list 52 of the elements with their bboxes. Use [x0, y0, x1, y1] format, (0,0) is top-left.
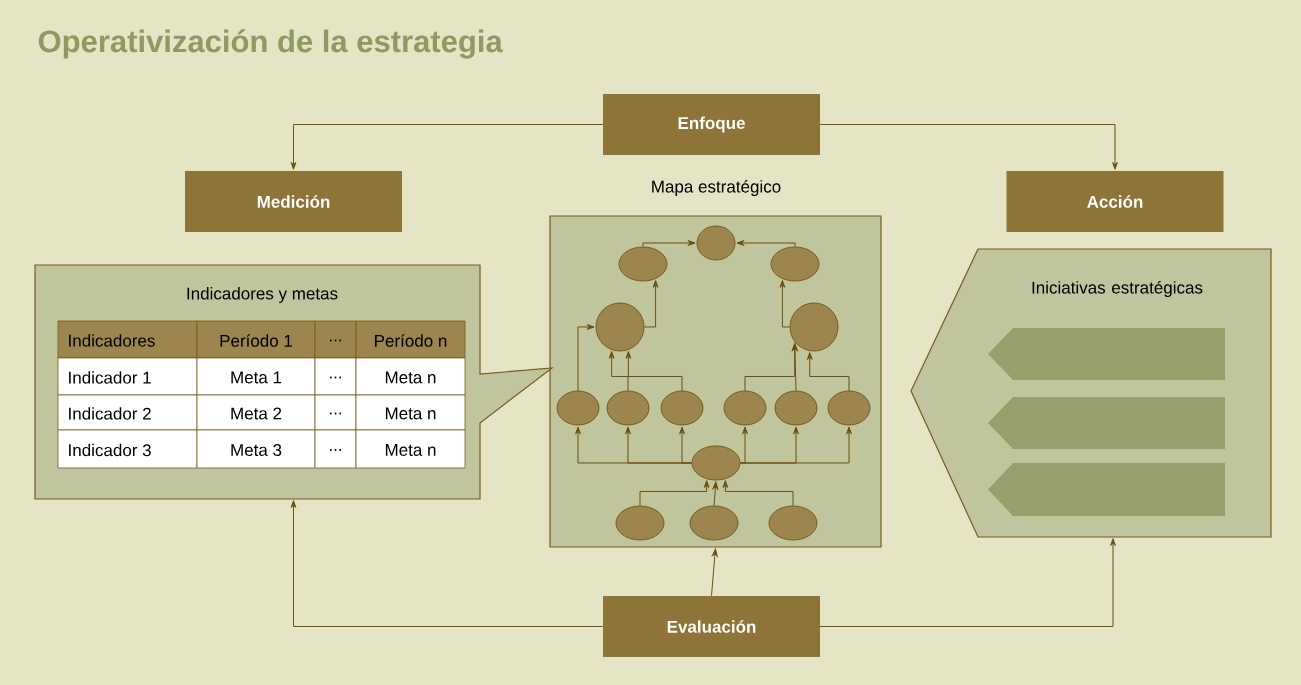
- ellipse: [691, 445, 741, 481]
- banner: [988, 328, 1225, 380]
- table-header: ...: [314, 320, 357, 359]
- arrow: [712, 481, 719, 506]
- node-label: Mapa estratégico: [652, 179, 781, 197]
- arrow: [290, 124, 604, 170]
- table-cell: ...: [314, 357, 357, 396]
- arrow: [639, 480, 710, 506]
- banner: [988, 397, 1225, 449]
- ellipse: [774, 390, 818, 426]
- circle: [789, 302, 839, 352]
- ellipse: [689, 505, 739, 541]
- arrow: [577, 324, 595, 391]
- header-box: Evaluación: [603, 596, 820, 657]
- arrow: [644, 280, 659, 328]
- table-cell: Indicador 1: [57, 357, 198, 396]
- banner: [988, 463, 1225, 516]
- arrow: [290, 500, 604, 627]
- arrow: [806, 352, 850, 391]
- ellipse: [618, 246, 668, 282]
- ellipse: [723, 390, 767, 426]
- arrow: [711, 548, 718, 597]
- arrow: [819, 538, 1116, 627]
- table-cell: Indicador 3: [57, 429, 198, 469]
- table-cell: ...: [314, 394, 357, 431]
- arrow: [608, 351, 629, 391]
- ellipse: [660, 390, 704, 426]
- ellipse: [606, 390, 650, 426]
- ellipse: [770, 246, 820, 282]
- table-header: Indicadores: [57, 320, 198, 359]
- arrow: [740, 426, 852, 464]
- title: Operativización de la estrategia: [38, 29, 503, 59]
- arrow: [642, 240, 696, 247]
- arrow: [792, 343, 798, 391]
- circle: [595, 302, 645, 352]
- ellipse: [615, 505, 665, 541]
- arrow: [625, 351, 683, 391]
- ellipse: [696, 225, 736, 261]
- ellipse: [768, 505, 818, 541]
- header-box: Medición: [185, 171, 402, 232]
- ellipse: [827, 390, 871, 426]
- header-box: Enfoque: [603, 94, 820, 155]
- table-cell: Indicador 2: [57, 394, 198, 431]
- arrow: [679, 426, 692, 464]
- arrow: [722, 480, 794, 506]
- table-cell: ...: [314, 429, 357, 469]
- header-box: Acción: [1006, 171, 1224, 232]
- ellipse: [556, 390, 600, 426]
- arrow: [779, 280, 790, 328]
- arrow: [736, 240, 796, 247]
- arrow: [819, 124, 1118, 170]
- arrow: [740, 426, 748, 464]
